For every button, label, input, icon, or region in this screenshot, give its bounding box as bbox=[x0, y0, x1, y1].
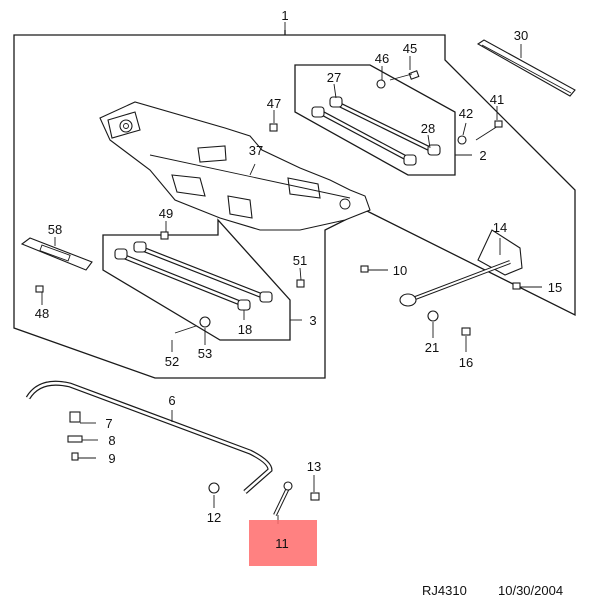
callout-9: 9 bbox=[108, 451, 115, 466]
drawing-code: RJ4310 bbox=[422, 583, 467, 598]
callout-51: 51 bbox=[293, 253, 307, 268]
callout-7: 7 bbox=[105, 416, 112, 431]
callout-12: 12 bbox=[207, 510, 221, 525]
callout-13: 13 bbox=[307, 459, 321, 474]
callout-11: 11 bbox=[275, 536, 289, 551]
callout-53: 53 bbox=[198, 346, 212, 361]
rail-30 bbox=[476, 39, 576, 97]
subgroup-2-outline bbox=[294, 64, 456, 176]
callout-6: 6 bbox=[168, 393, 175, 408]
callout-47: 47 bbox=[267, 96, 281, 111]
callout-58: 58 bbox=[48, 222, 62, 237]
callout-52: 52 bbox=[165, 354, 179, 369]
callout-11-highlight bbox=[249, 520, 317, 566]
callout-27: 27 bbox=[327, 70, 341, 85]
callout-46: 46 bbox=[375, 51, 389, 66]
callout-18: 18 bbox=[238, 322, 252, 337]
callout-14: 14 bbox=[493, 220, 507, 235]
plate-58 bbox=[20, 237, 93, 271]
callout-10: 10 bbox=[393, 263, 407, 278]
callout-16: 16 bbox=[459, 355, 473, 370]
link-3 bbox=[114, 241, 273, 311]
callout-1: 1 bbox=[281, 8, 288, 23]
callout-42: 42 bbox=[459, 106, 473, 121]
callout-30: 30 bbox=[514, 28, 528, 43]
callout-15: 15 bbox=[548, 280, 562, 295]
end-link-11 bbox=[273, 481, 293, 516]
crossmember-37 bbox=[99, 101, 371, 231]
hardware bbox=[35, 70, 521, 501]
callout-2: 2 bbox=[479, 148, 486, 163]
callout-8: 8 bbox=[108, 433, 115, 448]
assembly-outline bbox=[13, 30, 576, 379]
stabilizer-bar-6 bbox=[25, 380, 273, 494]
callout-3: 3 bbox=[309, 313, 316, 328]
drawing-date: 10/30/2004 bbox=[498, 583, 563, 598]
bracket-14 bbox=[399, 229, 523, 307]
callout-labels: 1 2 3 6 7 8 9 10 11 12 13 14 15 16 18 21… bbox=[35, 8, 562, 551]
callout-45: 45 bbox=[403, 41, 417, 56]
leader-lines bbox=[41, 22, 542, 524]
callout-28: 28 bbox=[421, 121, 435, 136]
callout-21: 21 bbox=[425, 340, 439, 355]
callout-41: 41 bbox=[490, 92, 504, 107]
callout-48: 48 bbox=[35, 306, 49, 321]
subgroup-3-outline bbox=[102, 218, 291, 341]
link-2 bbox=[311, 96, 441, 166]
callout-37: 37 bbox=[249, 143, 263, 158]
callout-49: 49 bbox=[159, 206, 173, 221]
